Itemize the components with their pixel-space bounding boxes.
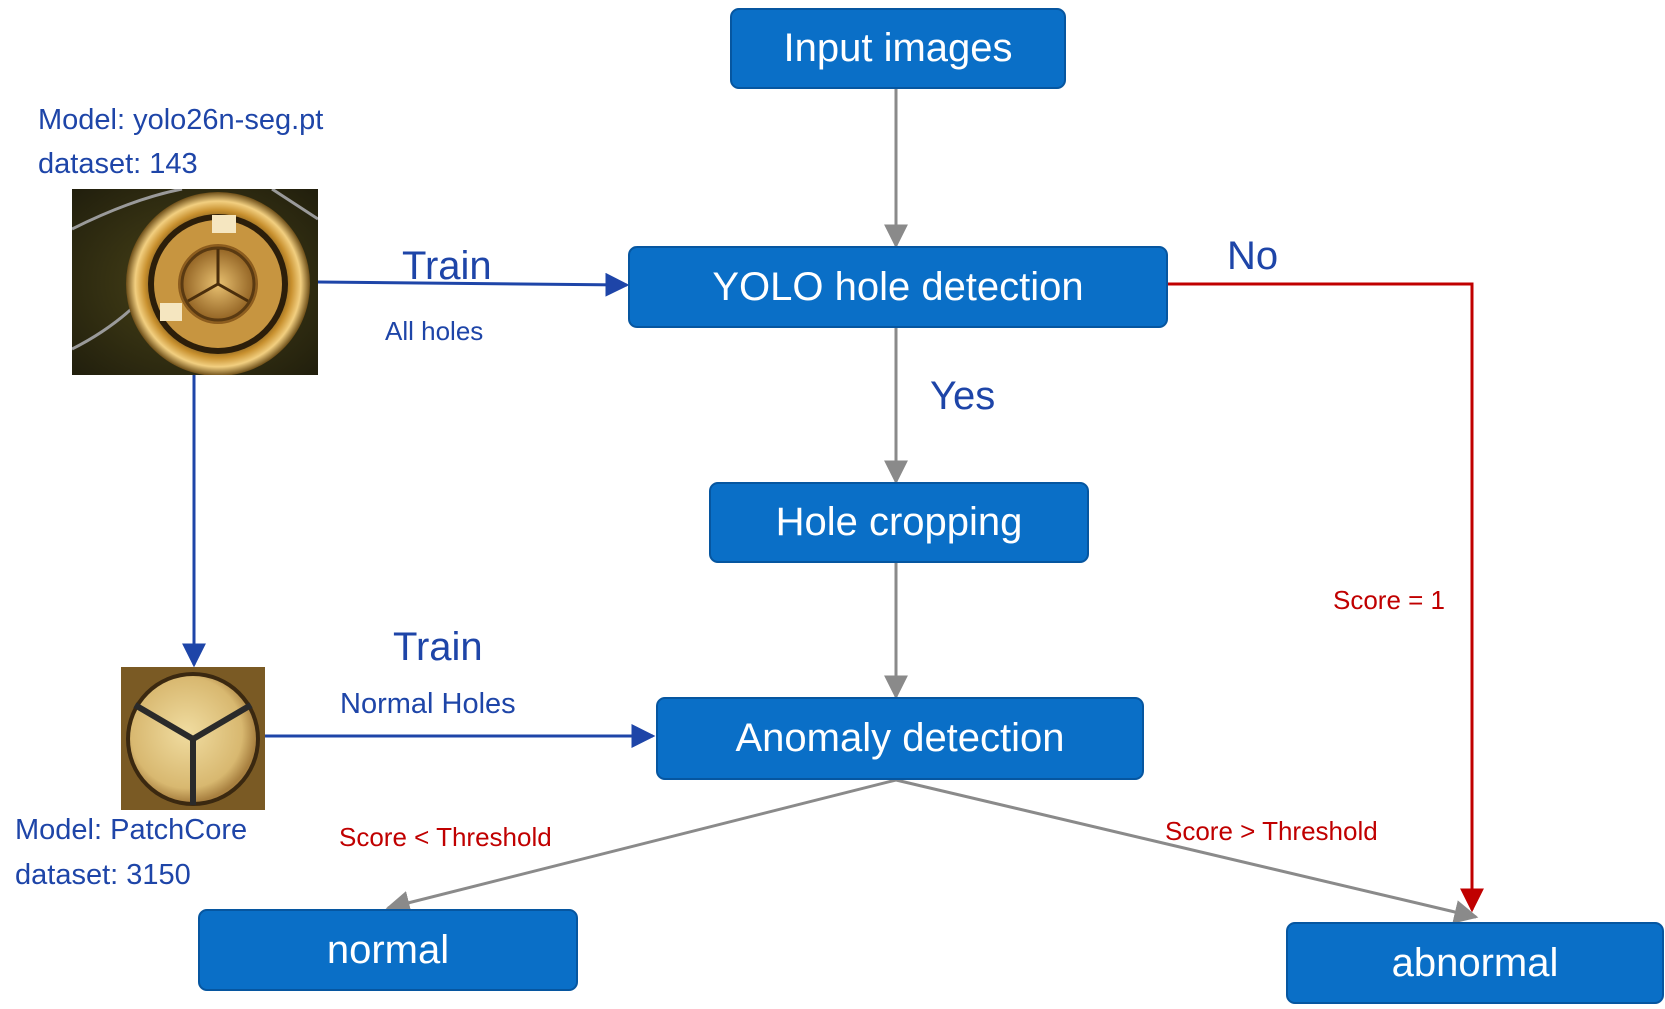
patchcore-train-label: Train	[393, 625, 483, 669]
yolo-subset-label: All holes	[385, 316, 484, 346]
patchcore-model-label: Model: PatchCore	[15, 814, 248, 846]
yolo-model-label: Model: yolo26n-seg.pt	[38, 104, 324, 136]
node-normal: normal	[198, 909, 578, 991]
yolo-train-label: Train	[402, 244, 492, 288]
edge-above-threshold-label: Score > Threshold	[1165, 816, 1378, 846]
arrow-train-yolo	[317, 272, 630, 297]
board-photo-image	[72, 189, 318, 375]
yolo-dataset-label: dataset: 143	[38, 148, 198, 180]
patchcore-subset-label: Normal Holes	[340, 688, 516, 720]
node-abnormal: abnormal	[1286, 922, 1664, 1004]
node-hole-cropping: Hole cropping	[709, 482, 1089, 563]
node-input-images: Input images	[730, 8, 1066, 89]
node-anomaly-detection: Anomaly detection	[656, 697, 1144, 780]
hole-crop-image	[121, 667, 265, 810]
edge-no-label: No	[1227, 234, 1279, 278]
node-yolo-hole-detection: YOLO hole detection	[628, 246, 1168, 328]
edge-yes-label: Yes	[930, 374, 996, 418]
arrow-anomaly-to-normal	[385, 778, 897, 915]
patchcore-dataset-label: dataset: 3150	[15, 859, 191, 891]
arrow-no-detection	[1167, 282, 1484, 913]
edge-below-threshold-label: Score < Threshold	[339, 822, 552, 852]
arrow-anomaly-to-abnormal	[895, 778, 1479, 924]
edge-score-one-label: Score = 1	[1333, 585, 1446, 615]
